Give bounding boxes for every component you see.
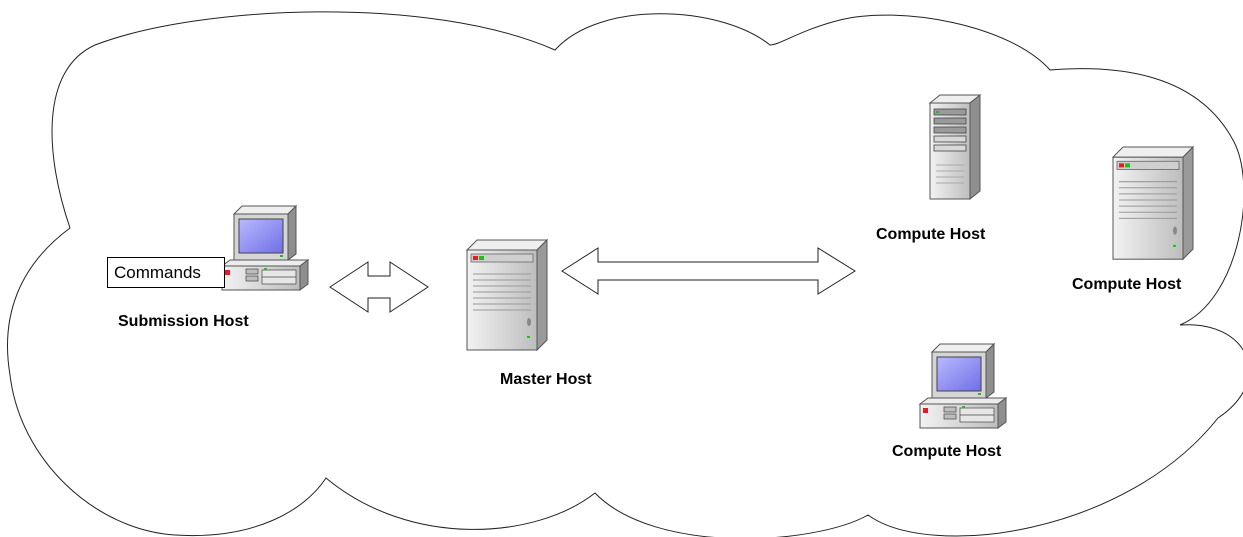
compute-host-top-server-icon xyxy=(929,94,981,200)
commands-label: Commands xyxy=(114,263,201,282)
master-host-label: Master Host xyxy=(500,371,592,388)
compute-host-bottom-label: Compute Host xyxy=(892,443,1002,460)
cloud-boundary xyxy=(7,11,1243,537)
submission-host-desktop-icon xyxy=(221,205,309,291)
master-compute-double-arrow xyxy=(561,247,856,295)
commands-box: Commands xyxy=(107,257,225,288)
submission-master-double-arrow xyxy=(329,261,429,313)
compute-host-right-server-icon xyxy=(1112,146,1194,260)
submission-host-label: Submission Host xyxy=(118,313,249,330)
compute-host-top-label: Compute Host xyxy=(876,226,986,243)
compute-host-right-label: Compute Host xyxy=(1072,276,1182,293)
master-host-server-icon xyxy=(466,239,548,351)
compute-host-bottom-desktop-icon xyxy=(919,343,1007,429)
